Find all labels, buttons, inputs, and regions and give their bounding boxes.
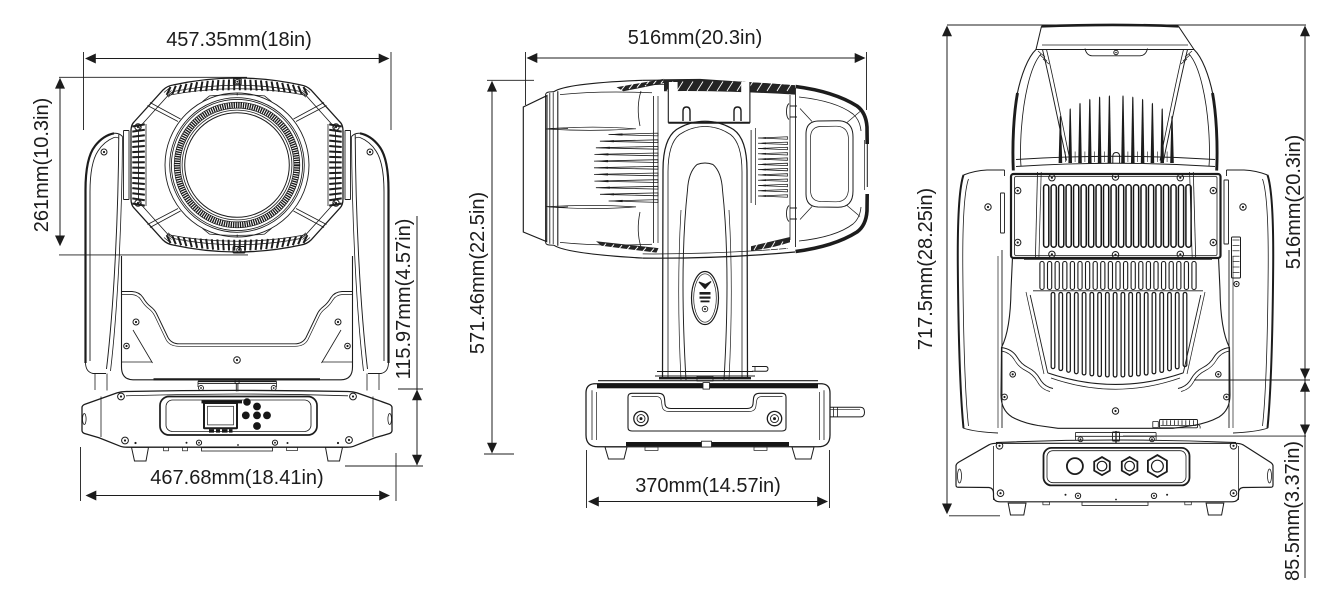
svg-text:370mm(14.57in): 370mm(14.57in) <box>635 475 781 497</box>
svg-text:457.35mm(18in): 457.35mm(18in) <box>166 29 312 51</box>
svg-text:717.5mm(28.25in): 717.5mm(28.25in) <box>915 188 937 350</box>
svg-text:467.68mm(18.41in): 467.68mm(18.41in) <box>150 467 323 489</box>
svg-text:85.5mm(3.37in): 85.5mm(3.37in) <box>1282 441 1304 581</box>
svg-text:571.46mm(22.5in): 571.46mm(22.5in) <box>467 192 489 354</box>
svg-text:261mm(10.3in): 261mm(10.3in) <box>31 98 53 233</box>
svg-text:516mm(20.3in): 516mm(20.3in) <box>1283 135 1305 270</box>
svg-text:115.97mm(4.57in): 115.97mm(4.57in) <box>393 219 415 380</box>
svg-text:516mm(20.3in): 516mm(20.3in) <box>628 27 763 49</box>
